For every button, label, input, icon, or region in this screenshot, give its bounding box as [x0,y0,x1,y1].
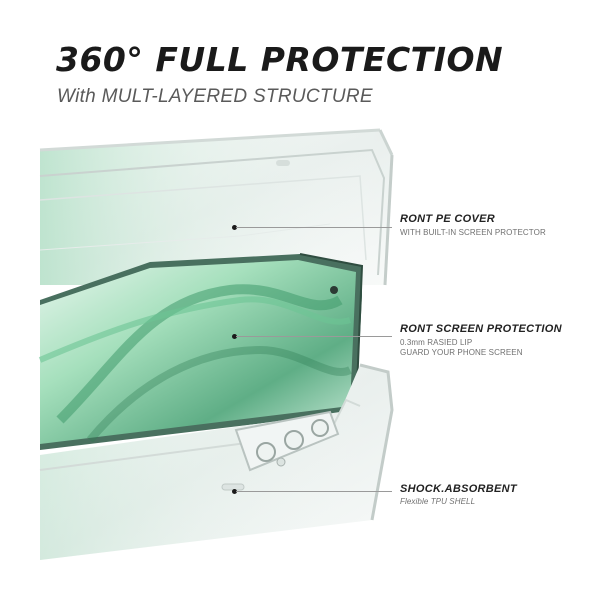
subheadline: With MULT-LAYERED STRUCTURE [57,86,373,107]
callout-dot-front-cover [232,225,237,230]
phone-screen-layer [38,253,364,450]
phone-case-illustration [38,128,394,560]
headline: 360° FULL PROTECTION [56,40,504,79]
tpu-shell-layer [39,363,394,560]
callout-title: RONT SCREEN PROTECTION [400,323,562,335]
callout-description: Flexible TPU SHELL [400,497,476,506]
callout-title: RONT PE COVER [400,213,495,225]
callout-title: SHOCK.ABSORBENT [400,483,517,495]
callout-dot-screen-protection [232,334,237,339]
callout-description: GUARD YOUR PHONE SCREEN [400,348,523,357]
camera-cutout [234,410,340,472]
callout-shock-absorbent: SHOCK.ABSORBENT Flexible TPU SHELL [400,483,517,507]
callout-description: 0.3mm RASIED LIP [400,338,473,347]
callout-leader-front-cover [236,227,392,228]
callout-description: WITH BUILT-IN SCREEN PROTECTOR [400,228,546,237]
front-cover-layer [39,128,394,286]
callout-leader-shock-absorbent [236,491,392,492]
callout-screen-protection: RONT SCREEN PROTECTION 0.3mm RASIED LIP … [400,323,562,358]
callout-dot-shock-absorbent [232,489,237,494]
callout-front-cover: RONT PE COVER WITH BUILT-IN SCREEN PROTE… [400,213,546,238]
callout-leader-screen-protection [236,336,392,337]
